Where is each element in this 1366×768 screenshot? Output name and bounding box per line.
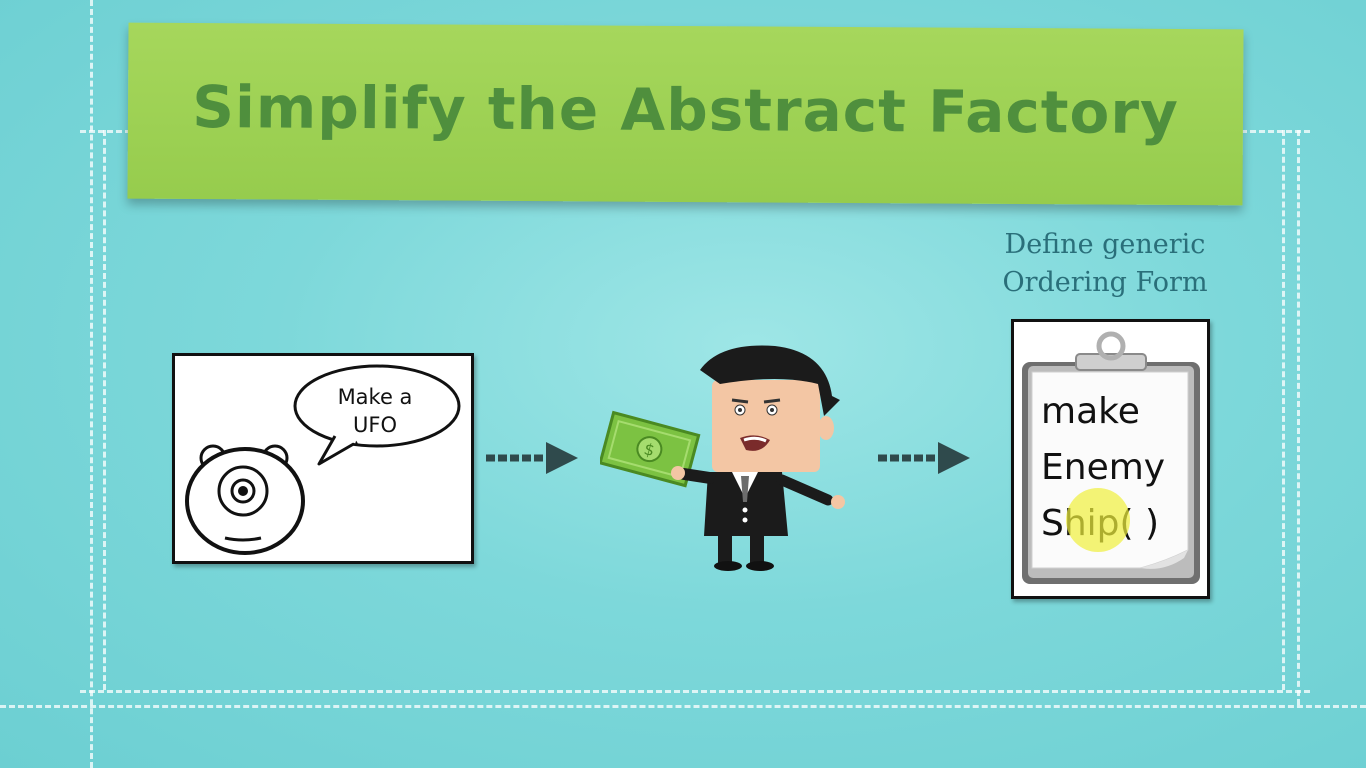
speech-bubble-icon (293, 364, 461, 466)
form-line-1: make (1041, 391, 1140, 432)
stitch-line-left-inner (103, 130, 106, 690)
ordering-form-panel: make Enemy Ship( ) (1011, 319, 1210, 599)
businessman-icon: $ (600, 345, 845, 571)
speech-bubble-text: Make a UFO (315, 383, 435, 439)
stitch-line-right (1297, 130, 1300, 705)
slide-title: Simplify the Abstract Factory (192, 72, 1180, 148)
stitch-line-right-inner (1282, 130, 1285, 690)
arrow-right-icon (878, 442, 970, 474)
form-line-2: Enemy (1041, 447, 1166, 488)
stitch-line-bottom (80, 690, 1310, 693)
arrow-right-icon (486, 442, 578, 474)
svg-text:$: $ (642, 439, 657, 460)
speech-line-1: Make a (337, 385, 413, 409)
stitch-line-left (90, 0, 93, 768)
caption-line-1: Define generic (1004, 229, 1206, 260)
caption-line-2: Ordering Form (1002, 267, 1208, 298)
alien-panel: Make a UFO (172, 353, 474, 564)
speech-line-2: UFO (353, 413, 397, 437)
stitch-line-bottom-outer (0, 705, 1366, 708)
form-caption: Define generic Ordering Form (980, 226, 1230, 302)
title-banner: Simplify the Abstract Factory (127, 22, 1244, 206)
alien-icon (185, 444, 305, 555)
cursor-highlight (1066, 488, 1130, 552)
